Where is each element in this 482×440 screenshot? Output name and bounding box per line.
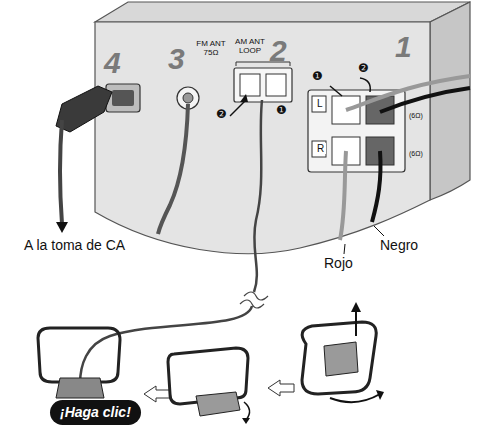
fm-cable xyxy=(158,104,188,234)
speaker-terminal xyxy=(308,90,405,172)
lift-arrow xyxy=(355,310,357,336)
am-wire xyxy=(254,100,262,292)
step-arrow xyxy=(268,380,294,396)
lift-arrowhead xyxy=(351,302,361,312)
step-number: 4 xyxy=(104,46,121,79)
am-wire xyxy=(80,306,252,384)
speaker-wire-red xyxy=(340,151,346,240)
leader-line xyxy=(344,244,345,254)
step-number: 2 xyxy=(270,34,287,67)
caption-text: A la toma de CA xyxy=(22,238,127,253)
speaker-wire xyxy=(380,88,470,112)
rear-panel xyxy=(95,22,430,254)
wire-color-label: Rojo xyxy=(322,256,355,271)
antenna-stand xyxy=(196,392,240,416)
terminal-label: AM ANT LOOP xyxy=(233,38,267,56)
callout-number: ❷ xyxy=(216,108,227,121)
housing-top xyxy=(95,2,470,22)
loop-antenna xyxy=(38,328,120,382)
am-clip xyxy=(240,74,260,96)
insert-arrow xyxy=(330,86,342,96)
click-badge: ¡Haga clic! xyxy=(50,400,141,425)
power-cord xyxy=(60,120,62,224)
impedance-label: (6Ω) xyxy=(409,112,423,120)
step-number: 3 xyxy=(168,42,185,75)
fold-arrowhead xyxy=(242,418,250,424)
wire-break xyxy=(240,292,268,308)
insert-arrow xyxy=(230,100,246,116)
impedance-label: (6Ω) xyxy=(409,150,423,158)
channel-label: L xyxy=(315,98,325,109)
housing-side xyxy=(430,2,470,200)
loop-antenna xyxy=(302,322,376,394)
callout-number: ❶ xyxy=(312,70,323,83)
leader-line xyxy=(374,226,384,236)
callout-number: ❷ xyxy=(358,62,369,75)
fold-arrow xyxy=(244,402,250,420)
callout-number: ❶ xyxy=(276,104,287,117)
step-arrow xyxy=(144,386,170,402)
terminal-label: FM ANT 75Ω xyxy=(194,40,228,58)
channel-box xyxy=(312,96,326,112)
turn-arrow xyxy=(360,78,370,92)
step-number: 1 xyxy=(395,30,412,63)
rotate-arrow xyxy=(330,394,380,402)
antenna-stand xyxy=(324,342,358,376)
channel-label: R xyxy=(315,143,326,154)
badge-text: ¡Haga clic! xyxy=(60,404,131,421)
ac-inlet-hole xyxy=(112,90,134,106)
fm-connector-pin xyxy=(183,93,193,103)
channel-box xyxy=(312,141,326,157)
antenna-stand xyxy=(56,378,104,398)
am-terminal xyxy=(234,68,292,102)
rotate-arrowhead xyxy=(376,390,384,400)
cord-arrow xyxy=(56,222,68,233)
am-clip xyxy=(266,74,286,96)
power-plug xyxy=(56,86,112,132)
speaker-wire-black xyxy=(372,151,381,222)
wire-color-label: Negro xyxy=(378,238,420,253)
ac-inlet xyxy=(106,84,140,112)
insert-arrowhead xyxy=(240,94,248,102)
